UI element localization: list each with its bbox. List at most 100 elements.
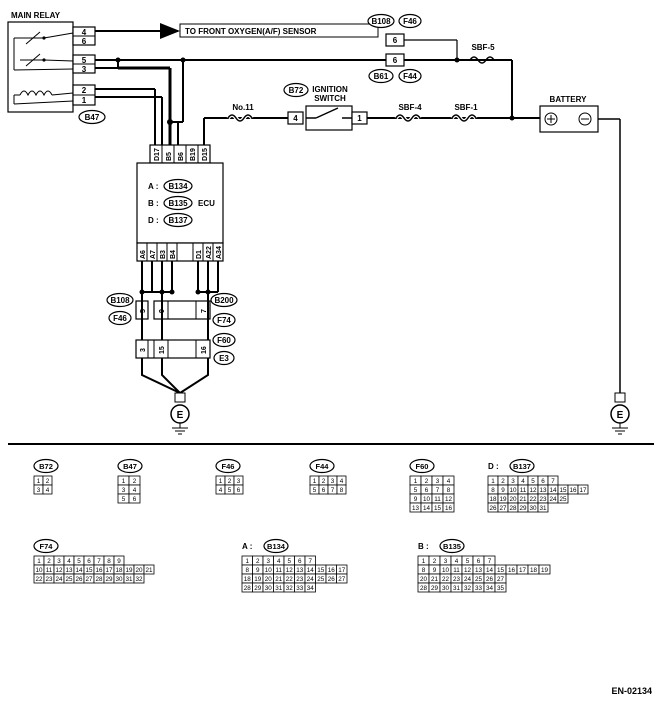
ecu-a-prefix: A :: [148, 182, 158, 191]
connector-cell-number: 25: [559, 496, 567, 503]
connector-cell-number: 11: [46, 567, 53, 574]
connector-cell-number: 32: [286, 585, 294, 592]
connector-cell-number: 2: [322, 478, 326, 485]
connector-cell-number: 3: [57, 558, 61, 565]
relay-pin: 2: [82, 86, 87, 95]
connector-cell-number: 16: [445, 505, 453, 512]
connector-cell-number: 7: [308, 558, 312, 565]
connector-view-title: B135: [443, 542, 461, 551]
connector-cell-number: 16: [508, 567, 516, 574]
f60-pin-c: 16: [201, 346, 208, 354]
connector-cell-number: 21: [431, 576, 439, 583]
connector-cell-number: 26: [489, 505, 497, 512]
connector-cell-number: 14: [307, 567, 315, 574]
connector-cell-number: 1: [422, 558, 426, 565]
connector-cell-number: 29: [105, 576, 113, 583]
connector-cell-number: 22: [35, 576, 43, 583]
switch-pin-left-number: 4: [293, 114, 298, 123]
connector-cell-number: 4: [46, 487, 50, 494]
connector-cell-number: 4: [219, 487, 223, 494]
no11-label: No.11: [232, 103, 254, 112]
connector-cell-number: 29: [519, 505, 527, 512]
connector-cell: [494, 582, 507, 593]
connector-cell-number: 15: [497, 567, 505, 574]
e3-label: E3: [219, 354, 229, 363]
connector-cell-number: 8: [491, 487, 495, 494]
b61-pin: 6: [393, 56, 398, 65]
connector-cell-number: 31: [275, 585, 283, 592]
ecu-b-conn: B135: [168, 199, 188, 208]
connector-cell-number: 30: [529, 505, 537, 512]
connector-cell-number: 4: [67, 558, 71, 565]
connector-view-title: B72: [39, 462, 53, 471]
connector-cell-number: 28: [509, 505, 517, 512]
ecu-b-prefix: B :: [148, 199, 159, 208]
connector-cell-number: 12: [286, 567, 294, 574]
connector-cell-number: 19: [541, 567, 549, 574]
connector-cell-number: 24: [549, 496, 557, 503]
sensor-label-box: [179, 23, 379, 38]
connector-cell-number: 22: [286, 576, 294, 583]
connector-cell-number: 28: [244, 585, 252, 592]
connector-cell-number: 3: [237, 478, 241, 485]
connector-cell-number: 7: [331, 487, 335, 494]
connector-cell-number: 22: [442, 576, 450, 583]
switch-label: SWITCH: [314, 94, 346, 103]
connector-view-title: F74: [40, 542, 54, 551]
connector-cell-number: 23: [296, 576, 304, 583]
connector-cell: [577, 484, 589, 495]
connector-cell-number: 2: [433, 558, 437, 565]
connector-cell-number: 2: [256, 558, 260, 565]
f46-mid-tag: [108, 310, 132, 326]
ecu-bottom-pin: A7: [150, 250, 157, 259]
connector-cell-number: 24: [55, 576, 63, 583]
connector-cell: [336, 484, 347, 495]
connector-cell-number: 16: [95, 567, 103, 574]
connector-cell-number: 3: [511, 478, 515, 485]
connector-cell-number: 30: [265, 585, 273, 592]
ignition-label: IGNITION: [312, 85, 348, 94]
connector-cell-number: 7: [551, 478, 555, 485]
ecu-top-pin: D17: [154, 148, 161, 161]
connector-cell-number: 20: [420, 576, 428, 583]
b108-mid-tag: [106, 292, 134, 308]
connector-cell-number: 6: [133, 496, 137, 503]
ecu-d-conn: B137: [168, 216, 188, 225]
ecu-d-prefix: D :: [148, 216, 159, 225]
ecu-bottom-pin: D1: [196, 250, 203, 259]
connector-view-tag: [439, 538, 465, 554]
connector-cell-number: 13: [475, 567, 483, 574]
battery-negative-terminal: [578, 112, 592, 126]
relay-pin: 5: [82, 56, 87, 65]
connector-cell-number: 15: [317, 567, 325, 574]
connector-cell-number: 32: [135, 576, 143, 583]
connector-cell-number: 25: [317, 576, 325, 583]
connector-cell: [336, 573, 348, 584]
connector-cell-number: 27: [497, 576, 505, 583]
connector-cell-number: 14: [549, 487, 557, 494]
connector-cell-number: 5: [466, 558, 470, 565]
connector-cell-number: 3: [37, 487, 41, 494]
connector-cell-number: 33: [296, 585, 304, 592]
connector-view-prefix: B :: [418, 542, 429, 551]
connector-cell-number: 27: [85, 576, 93, 583]
connector-cell-number: 17: [338, 567, 346, 574]
connector-cell-number: 1: [37, 558, 41, 565]
connector-cell-number: 2: [501, 478, 505, 485]
connector-cell-number: 3: [436, 478, 440, 485]
connector-cell-number: 19: [499, 496, 507, 503]
connector-cell-number: 13: [296, 567, 304, 574]
ecu-top-pin: B5: [166, 152, 173, 161]
connector-cell-number: 1: [313, 478, 317, 485]
connector-cell-number: 25: [65, 576, 73, 583]
connector-cell-number: 20: [265, 576, 273, 583]
connector-view-title: F60: [416, 462, 429, 471]
connector-cell-number: 3: [122, 487, 126, 494]
connector-cell-number: 8: [447, 487, 451, 494]
connector-cell-number: 4: [455, 558, 459, 565]
relay-pin: 6: [82, 37, 87, 46]
b200-label: B200: [214, 296, 234, 305]
connector-cell-number: 15: [559, 487, 567, 494]
